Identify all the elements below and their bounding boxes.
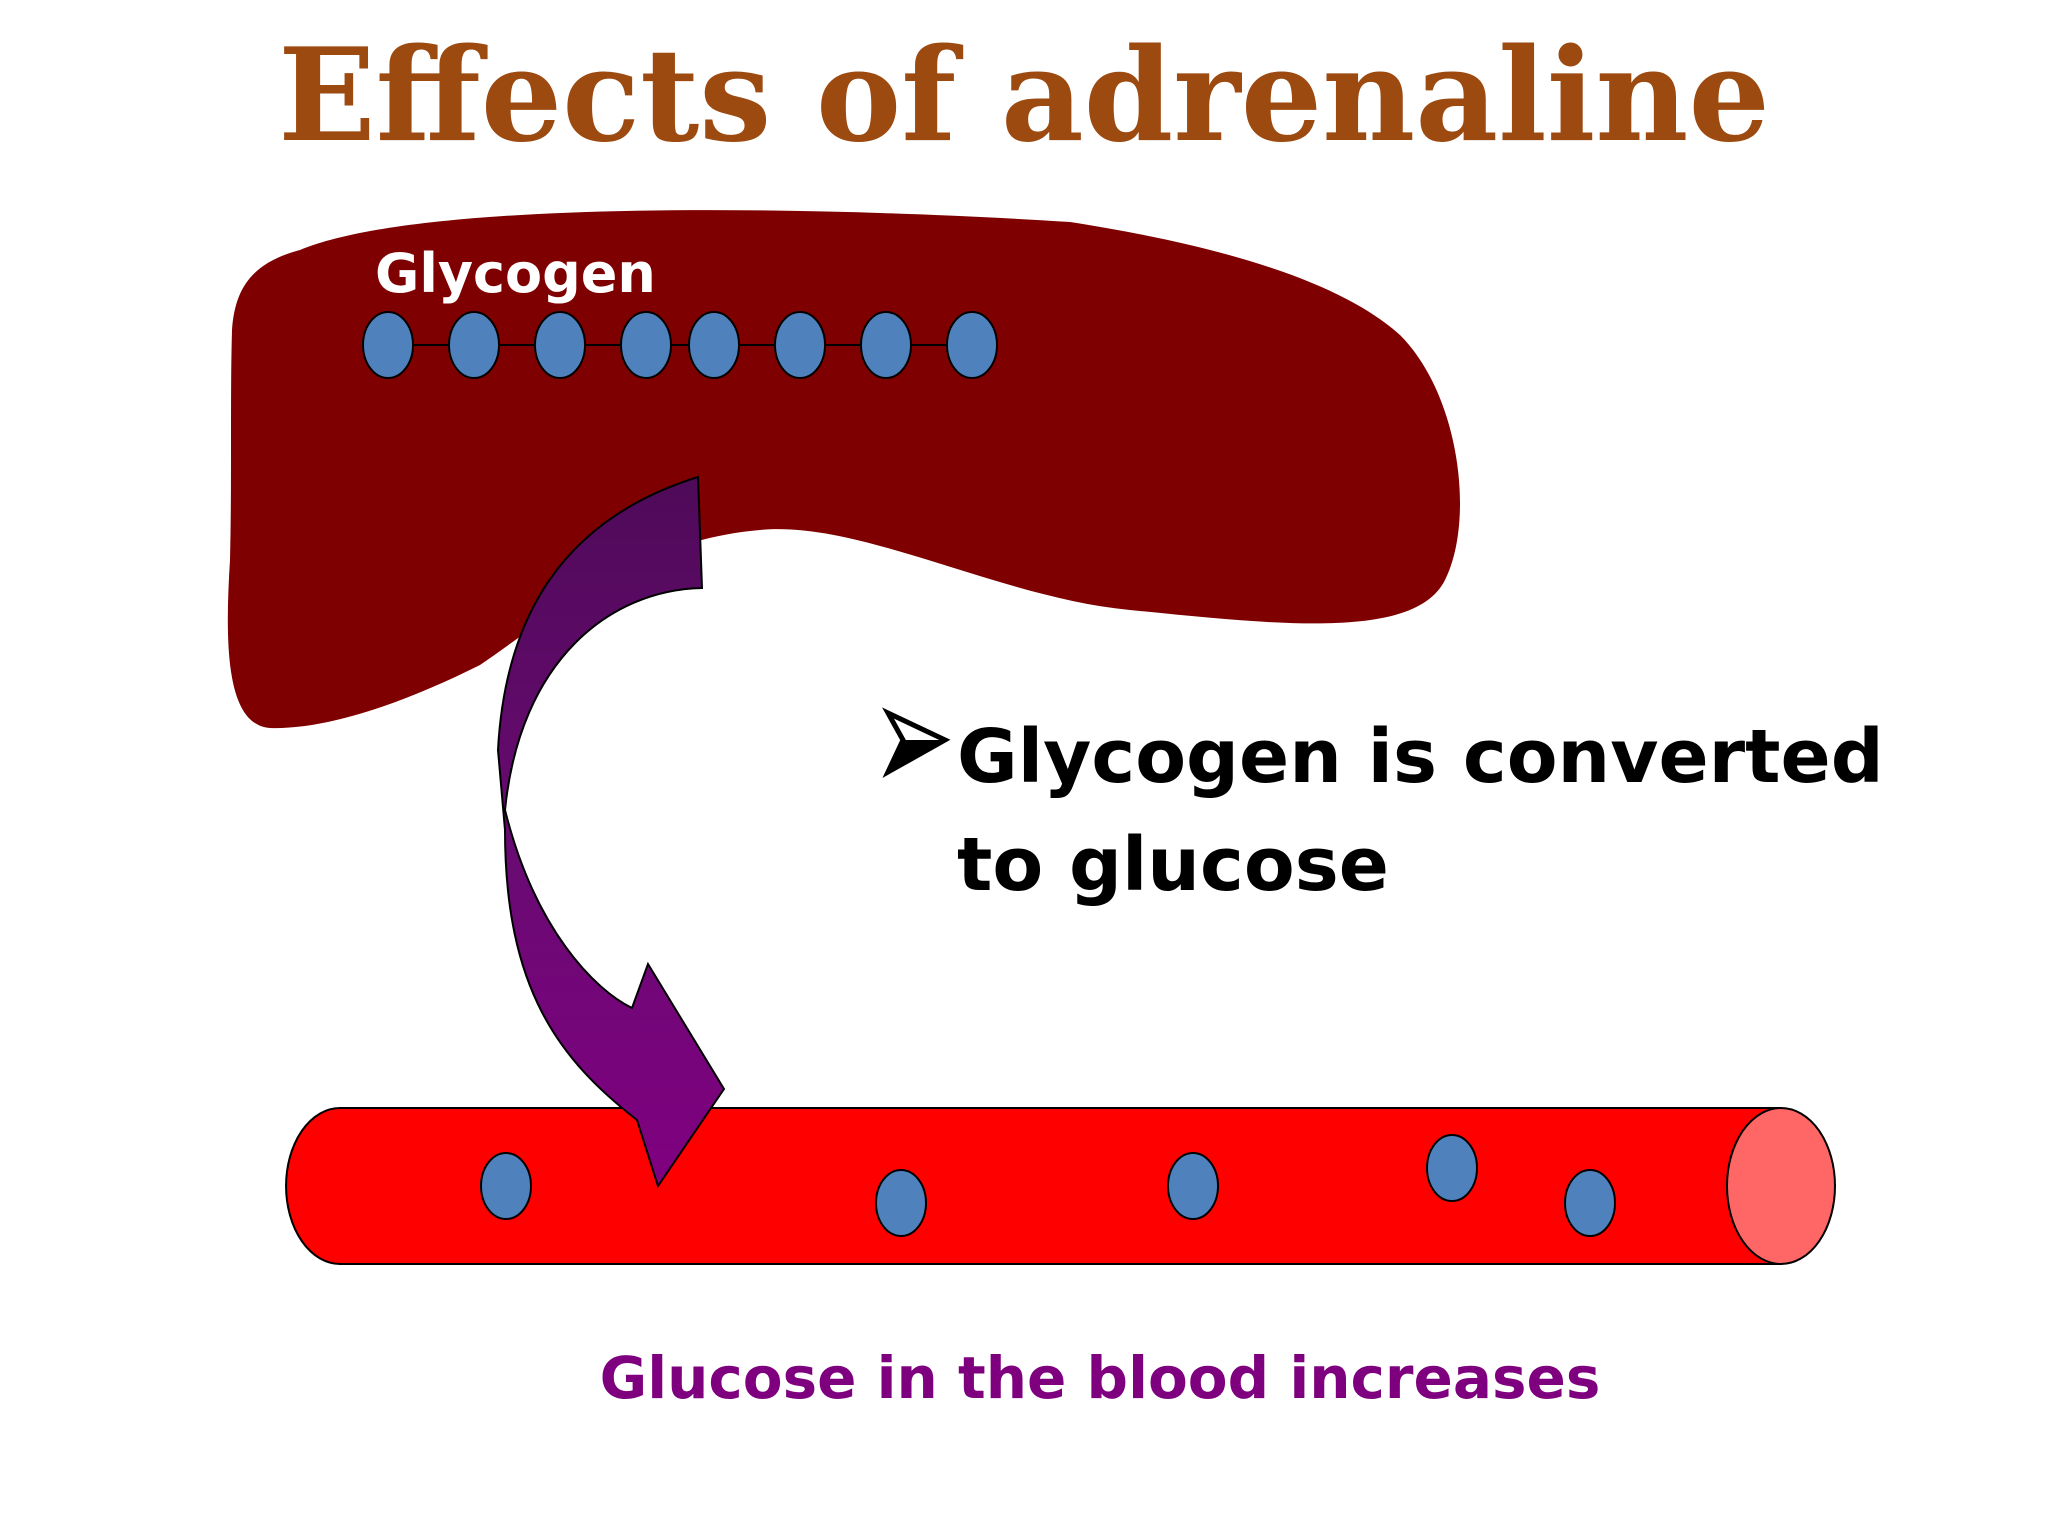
- glycogen-label: Glycogen: [375, 242, 656, 305]
- arrowhead-bullet-icon: [882, 707, 951, 778]
- glucose-molecule: [1167, 1152, 1219, 1220]
- glucose-molecule: [1426, 1134, 1478, 1202]
- glucose-molecule: [875, 1169, 927, 1237]
- glucose-molecule: [1564, 1169, 1616, 1237]
- blood-vessel-opening: [1726, 1107, 1836, 1265]
- conversion-arrow: [496, 475, 726, 1189]
- glycogen-unit: [946, 311, 998, 379]
- glycogen-unit: [774, 311, 826, 379]
- glycogen-unit: [534, 311, 586, 379]
- glycogen-unit: [620, 311, 672, 379]
- glycogen-unit: [860, 311, 912, 379]
- blood-glucose-molecules: [480, 1134, 1616, 1237]
- bullet-text-line-2: to glucose: [957, 822, 1389, 908]
- caption: Glucose in the blood increases: [600, 1344, 1601, 1412]
- slide-title: Effects of adrenaline: [278, 21, 1770, 171]
- glucose-molecule: [480, 1152, 532, 1220]
- glycogen-unit: [688, 311, 740, 379]
- glycogen-unit: [448, 311, 500, 379]
- bullet-text-line-1: Glycogen is converted: [957, 714, 1884, 800]
- glycogen-chain: [362, 311, 998, 379]
- glycogen-unit: [362, 311, 414, 379]
